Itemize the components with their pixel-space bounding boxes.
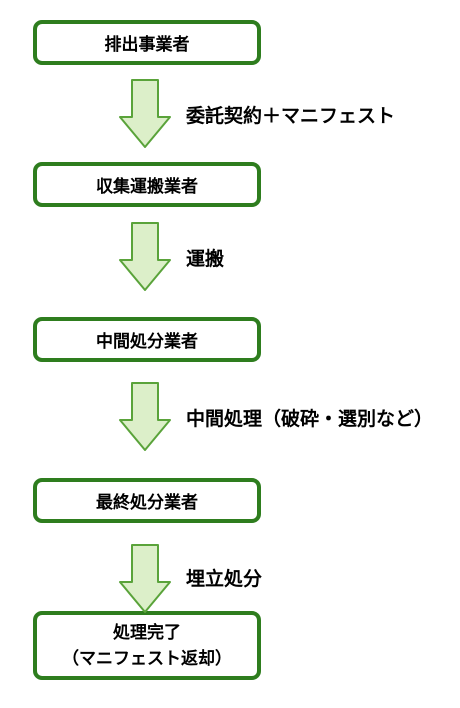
transition-label-landfill: 埋立処分 <box>186 568 263 590</box>
step-label: 排出事業者 <box>104 35 190 55</box>
step-complete-line2: （マニフェスト返却） <box>62 648 232 669</box>
step-intermediate-disposer: 中間処分業者 <box>33 317 261 362</box>
transition-label-transport: 運搬 <box>186 248 225 270</box>
step-label: 最終処分業者 <box>96 493 198 513</box>
step-complete-line1: 処理完了 <box>113 622 181 643</box>
step-label: 中間処分業者 <box>96 332 198 352</box>
transition-label-contract: 委託契約＋マニフェスト <box>186 105 396 127</box>
transition-label-intermediate: 中間処理（破砕・選別など） <box>186 408 434 430</box>
down-arrow-icon <box>119 544 171 613</box>
down-arrow-icon <box>119 79 171 148</box>
step-complete: 処理完了 （マニフェスト返却） <box>33 611 261 680</box>
step-final-disposer: 最終処分業者 <box>33 478 261 523</box>
down-arrow-icon <box>119 222 171 291</box>
step-waste-generator: 排出事業者 <box>33 20 261 65</box>
step-collection-transporter: 収集運搬業者 <box>33 162 261 207</box>
step-label: 収集運搬業者 <box>96 177 198 197</box>
down-arrow-icon <box>119 382 171 451</box>
